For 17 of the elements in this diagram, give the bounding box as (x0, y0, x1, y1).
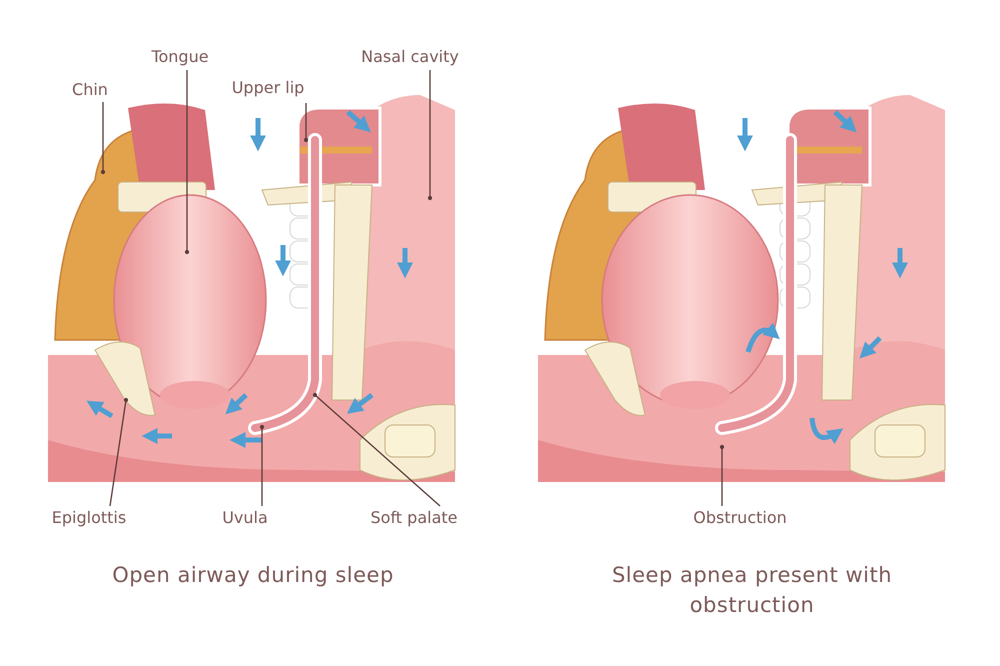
leader-line (100, 102, 106, 174)
part-label: Chin (72, 80, 108, 100)
part-label: Uvula (222, 508, 268, 528)
leader-line (184, 70, 190, 254)
part-label: Upper lip (232, 78, 304, 98)
leader-line (312, 392, 440, 506)
leader-line (109, 398, 128, 506)
panel-caption: Open airway during sleep (111, 562, 395, 589)
panel-caption: Sleep apnea present with obstruction (610, 562, 894, 619)
part-label: Obstruction (693, 508, 787, 528)
part-label: Soft palate (370, 508, 458, 528)
part-label: Nasal cavity (361, 47, 459, 67)
leader-line (428, 70, 432, 200)
leader-line (720, 444, 724, 506)
leader-line (260, 424, 264, 506)
part-label: Epiglottis (52, 508, 126, 528)
part-label: Tongue (151, 47, 209, 67)
